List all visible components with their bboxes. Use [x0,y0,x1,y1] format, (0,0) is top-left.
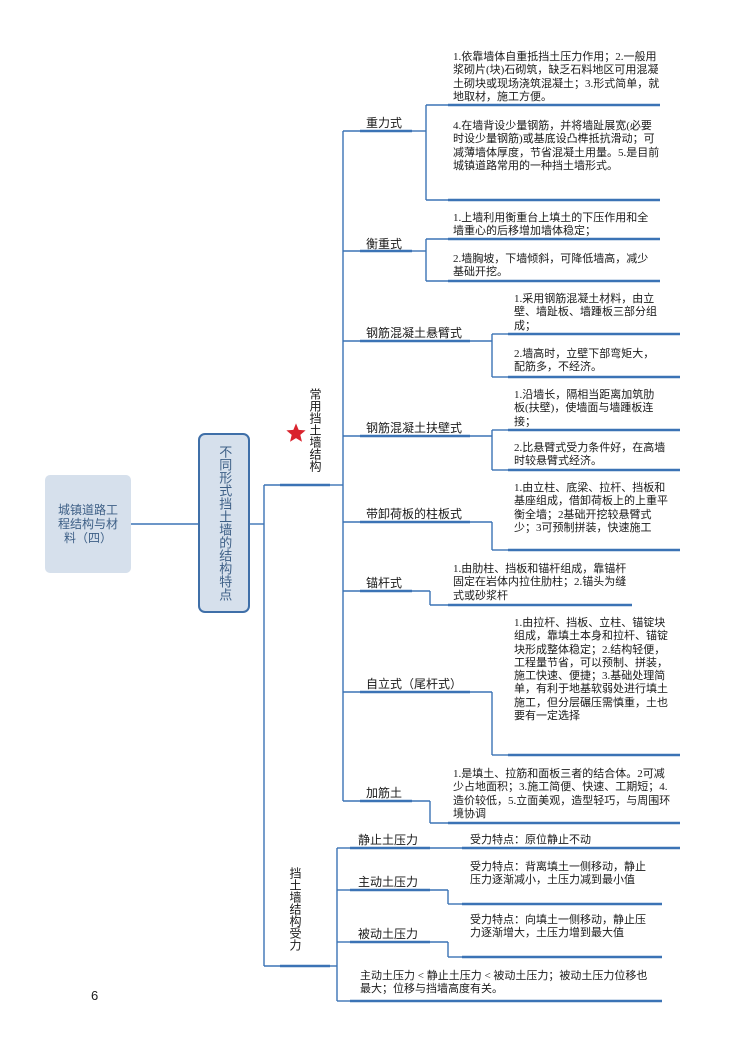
branch-wall-forces: 挡土墙结构受力 [288,867,302,951]
category-relief-slab: 带卸荷板的柱板式 [366,507,463,521]
category-gravity: 重力式 [366,116,403,130]
leaf-cantilever-2: 2.墙高时，立壁下部弯矩大，配筋多，不经济。 [514,348,655,374]
pressure-active: 主动土压力 [358,875,419,889]
leaf-balance-weight-2: 2.墙胸坡，下墙倾斜，可降低墙高，减少基础开挖。 [453,253,649,279]
category-self-standing: 自立式（尾杆式） [366,677,463,691]
pressure-summary: 主动土压力 < 静止土压力 < 被动土压力；被动土压力位移也最大；位移与挡墙高度… [360,970,648,996]
leaf-self-standing: 1.由拉杆、挡板、立柱、锚锭块组成，靠填土本身和拉杆、锚锭块形成整体稳定；2.结… [514,617,668,723]
leaf-gravity-2: 4.在墙背设少量钢筋，并将墙趾展宽(必要时设少量钢筋)或基底设凸榫抵抗滑动；可减… [453,120,660,172]
leaf-relief-slab: 1.由立柱、底梁、拉杆、挡板和基座组成，借卸荷板上的上重平衡全墙；2基础开挖较悬… [514,482,668,534]
leaf-pressure-active: 受力特点：背离填土一侧移动，静止压力逐渐减小，土压力减到最小值 [470,861,646,887]
category-anchor-rod: 锚杆式 [366,576,403,590]
pressure-at-rest: 静止土压力 [358,833,419,847]
main-topic-text: 不同形式挡土墙的结构特点 [217,445,233,601]
leaf-cantilever-1: 1.采用钢筋混凝土材料，由立壁、墙趾板、墙踵板三部分组成； [514,293,657,332]
leaf-counterfort-1: 1.沿墙长，隔相当距离加筑肋板(扶壁)，使墙面与墙踵板连接； [514,389,655,428]
leaf-pressure-at-rest: 受力特点：原位静止不动 [470,834,591,846]
leaf-balance-weight-1: 1.上墙利用衡重台上填土的下压作用和全墙重心的后移增加墙体稳定； [453,212,649,238]
category-balance-weight: 衡重式 [366,237,403,251]
root-topic-text: 城镇道路工程结构与材料（四） [58,503,119,545]
leaf-gravity-1: 1.依靠墙体自重抵挡土压力作用；2.一般用浆砌片(块)石砌筑，缺乏石料地区可用混… [453,51,660,103]
page-number: 6 [91,988,99,1003]
pressure-passive: 被动土压力 [358,927,419,941]
category-counterfort: 钢筋混凝土扶壁式 [366,421,463,435]
leaf-pressure-passive: 受力特点：向填土一侧移动，静止压力逐渐增大，土压力增到最大值 [470,914,646,940]
category-reinforced-earth: 加筋土 [366,786,403,800]
root-topic: 城镇道路工程结构与材料（四） [45,475,131,573]
category-cantilever: 钢筋混凝土悬臂式 [366,326,463,340]
leaf-reinforced-earth: 1.是填土、拉筋和面板三者的结合体。2可减少占地面积；3.施工简便、快速、工期短… [453,768,671,820]
main-topic: 不同形式挡土墙的结构特点 [198,433,250,613]
star-icon [286,423,306,442]
leaf-anchor-rod: 1.由肋柱、挡板和锚杆组成，靠锚杆固定在岩体内拉住肋柱；2.锚头为缝式或砂浆杆 [453,563,627,602]
branch-common-structures: 常用挡土墙结构 [308,388,322,472]
leaf-counterfort-2: 2.比悬臂式受力条件好，在高墙时较悬臂式经济。 [514,442,666,468]
